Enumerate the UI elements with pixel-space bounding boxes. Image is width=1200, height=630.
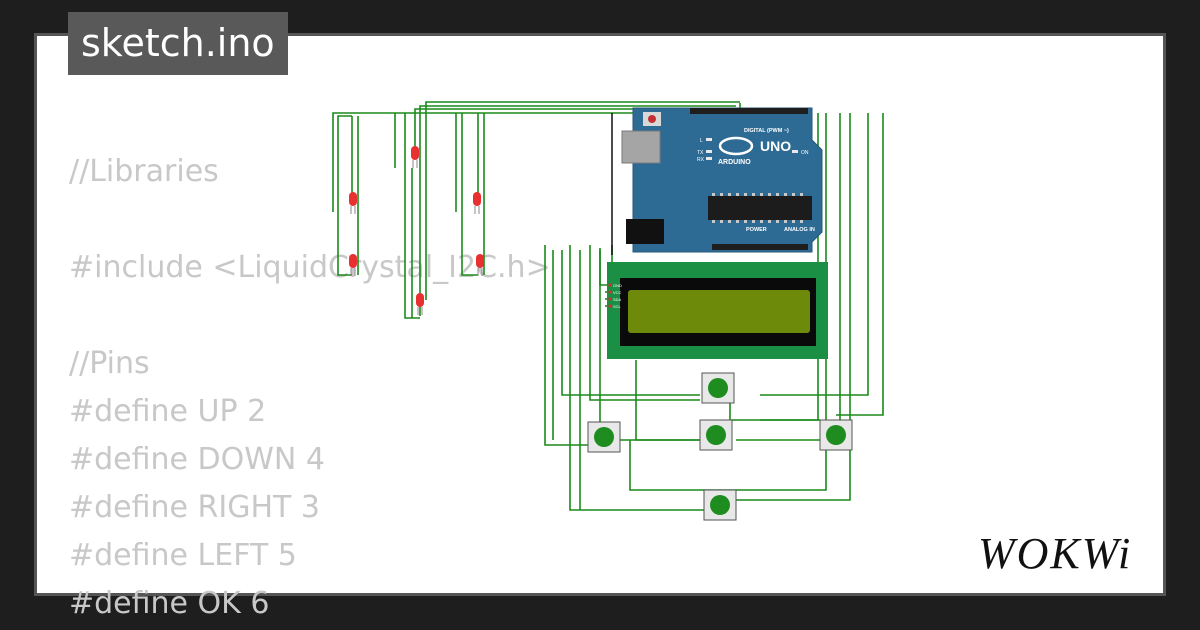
wire-low-4 xyxy=(569,245,706,511)
wokwi-logo: WOKWi xyxy=(978,529,1132,578)
wire-led-c xyxy=(404,168,420,319)
code-line: //Libraries xyxy=(69,154,219,189)
wire-low-10 xyxy=(729,380,820,421)
wire-led-a xyxy=(337,212,352,276)
wire-right-3 xyxy=(736,113,851,501)
arduino-uno-board[interactable]: UNO ARDUINO DIGITAL (PWM ~) ANALOG IN PO… xyxy=(621,107,823,253)
digital-label: DIGITAL (PWM ~) xyxy=(744,128,789,134)
wire-top-2 xyxy=(337,115,352,212)
button-right[interactable] xyxy=(819,419,853,451)
digital-header xyxy=(690,108,808,114)
card-content: //Libraries #include <LiquidCrystal_I2C.h… xyxy=(37,36,1163,621)
button-down[interactable] xyxy=(703,489,737,521)
file-name-tab[interactable]: sketch.ino xyxy=(68,12,288,75)
led-1 xyxy=(349,192,357,214)
wokwi-logo-text: WOKWi xyxy=(978,529,1132,578)
wire-top-8 xyxy=(419,105,736,316)
button-ok[interactable] xyxy=(699,419,733,451)
on-label: ON xyxy=(801,150,809,156)
button-left[interactable] xyxy=(587,421,621,453)
led-3 xyxy=(473,192,481,214)
wire-low-1 xyxy=(544,245,590,446)
lcd-pin-scl: SCL xyxy=(613,304,622,309)
leds xyxy=(349,146,484,315)
tx-label: TX xyxy=(697,150,704,156)
board-brand: ARDUINO xyxy=(718,159,751,166)
pushbuttons xyxy=(587,372,853,521)
code-line: #define LEFT 5 xyxy=(69,538,297,573)
lcd-pin-gnd: GND xyxy=(613,283,622,288)
lcd-pin-sda: SDA xyxy=(613,297,622,302)
usb-port xyxy=(621,130,661,164)
wire-low-6 xyxy=(589,245,700,401)
code-line: #define DOWN 4 xyxy=(69,442,325,477)
wire-led-e xyxy=(461,212,478,276)
code-line: #define UP 2 xyxy=(69,394,267,429)
code-line: #include <LiquidCrystal_I2C.h> xyxy=(69,250,551,285)
button-up[interactable] xyxy=(701,372,735,404)
wire-top-9 xyxy=(425,101,740,300)
power-label: POWER xyxy=(746,227,767,233)
led-6 xyxy=(416,293,424,315)
rx-label: RX xyxy=(697,157,705,163)
arduino-logo-icon xyxy=(718,136,754,156)
code-line: //Pins xyxy=(69,346,150,381)
code-line: #define RIGHT 3 xyxy=(69,490,320,525)
power-header xyxy=(712,244,808,250)
led-2 xyxy=(411,146,419,168)
code-preview: //Libraries #include <LiquidCrystal_I2C.h… xyxy=(69,148,551,628)
l-label: L xyxy=(700,138,703,144)
lcd-pin-vcc: VCC xyxy=(613,290,622,295)
led-5 xyxy=(476,254,484,276)
power-jack xyxy=(626,219,664,244)
wire-low-3 xyxy=(561,250,700,396)
lcd-screen xyxy=(628,290,810,333)
lcd-display[interactable]: GND VCC SDA SCL xyxy=(607,262,828,359)
wire-right-1 xyxy=(836,113,884,416)
analog-label: ANALOG IN xyxy=(784,227,815,233)
chip xyxy=(708,196,812,220)
wire-right-2 xyxy=(760,113,869,396)
wire-low-9 xyxy=(635,360,700,441)
led-4 xyxy=(349,254,357,276)
board-model: UNO xyxy=(760,138,791,154)
code-line: #define OK 6 xyxy=(69,586,270,621)
